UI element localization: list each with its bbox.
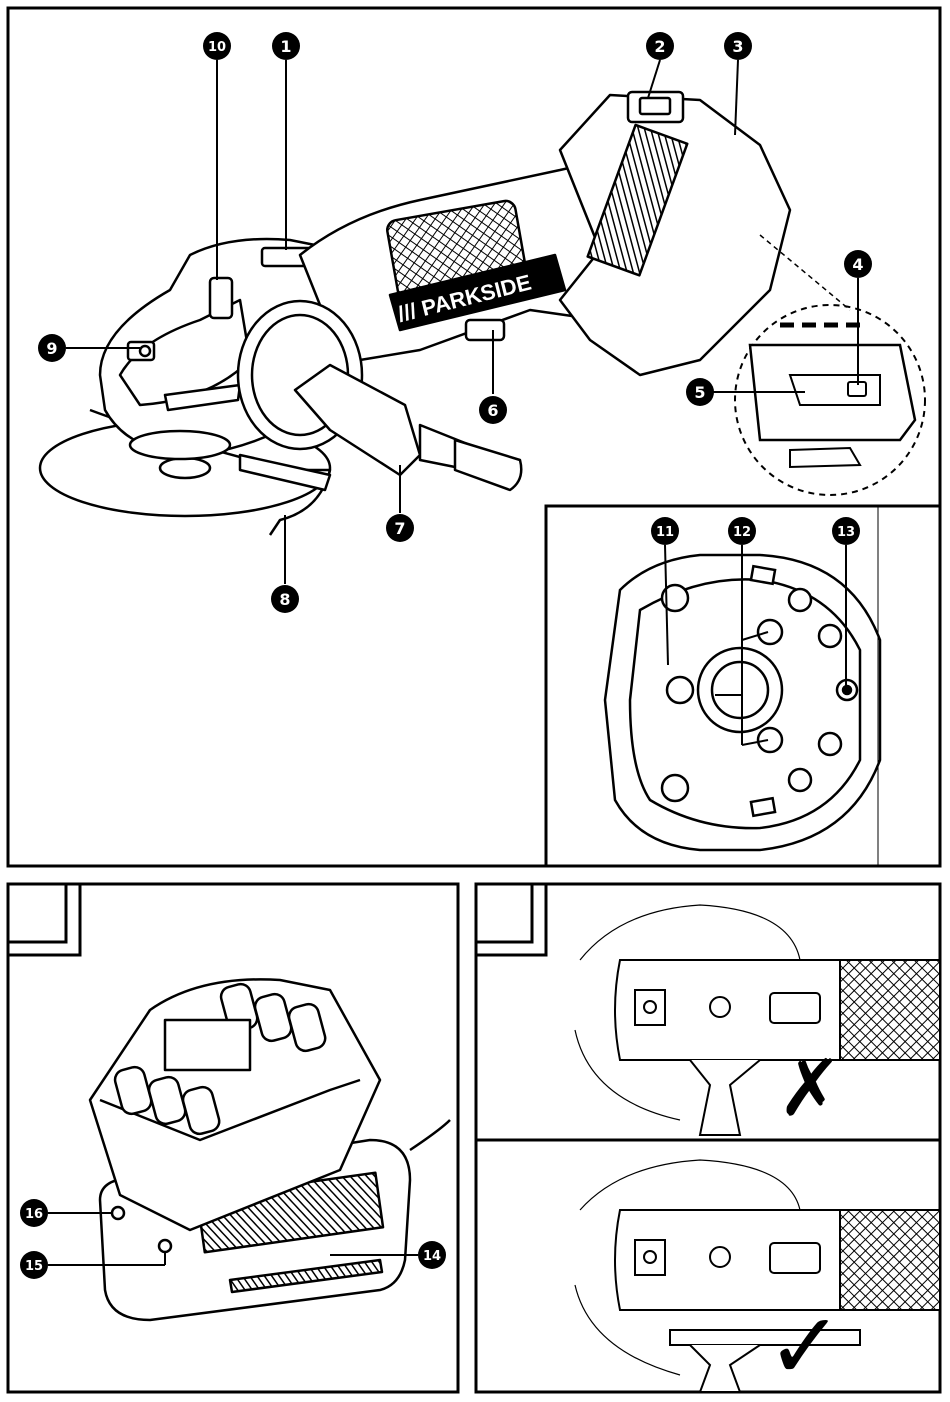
callout-10-label: 10 xyxy=(208,40,226,55)
callout-5: 5 xyxy=(686,378,714,406)
callout-7: 7 xyxy=(386,514,414,542)
callout-12-label: 12 xyxy=(733,525,751,540)
callout-14-label: 14 xyxy=(423,1249,441,1264)
grinder-top-wrong xyxy=(575,905,940,1135)
charger-illustration xyxy=(90,979,450,1320)
callout-16: 16 xyxy=(20,1199,48,1227)
callout-8: 8 xyxy=(271,585,299,613)
callout-1-label: 1 xyxy=(280,37,291,56)
callout-15-label: 15 xyxy=(25,1259,43,1274)
callout-10: 10 xyxy=(203,32,231,60)
callout-9-label: 9 xyxy=(46,339,57,358)
callout-6: 6 xyxy=(479,396,507,424)
wrong-mark: ✗ xyxy=(777,1044,842,1134)
callout-3: 3 xyxy=(724,32,752,60)
callout-15: 15 xyxy=(20,1251,48,1279)
callout-7-label: 7 xyxy=(394,519,405,538)
callout-9: 9 xyxy=(38,334,66,362)
callout-1: 1 xyxy=(272,32,300,60)
callout-11: 11 xyxy=(651,517,679,545)
callout-16-label: 16 xyxy=(25,1207,43,1222)
callout-6-label: 6 xyxy=(487,401,498,420)
callout-2-label: 2 xyxy=(654,37,665,56)
callout-12: 12 xyxy=(728,517,756,545)
callout-2: 2 xyxy=(646,32,674,60)
callout-4-label: 4 xyxy=(852,255,863,274)
callout-14: 14 xyxy=(418,1241,446,1269)
callout-8-label: 8 xyxy=(279,590,290,609)
callout-13: 13 xyxy=(832,517,860,545)
correct-mark: ✓ xyxy=(766,1293,843,1400)
grinder-top-correct xyxy=(575,1160,940,1392)
callout-13-label: 13 xyxy=(837,525,855,540)
callout-11-label: 11 xyxy=(656,525,674,540)
callout-3-label: 3 xyxy=(732,37,743,56)
callout-5-label: 5 xyxy=(694,383,705,402)
callout-4: 4 xyxy=(844,250,872,278)
